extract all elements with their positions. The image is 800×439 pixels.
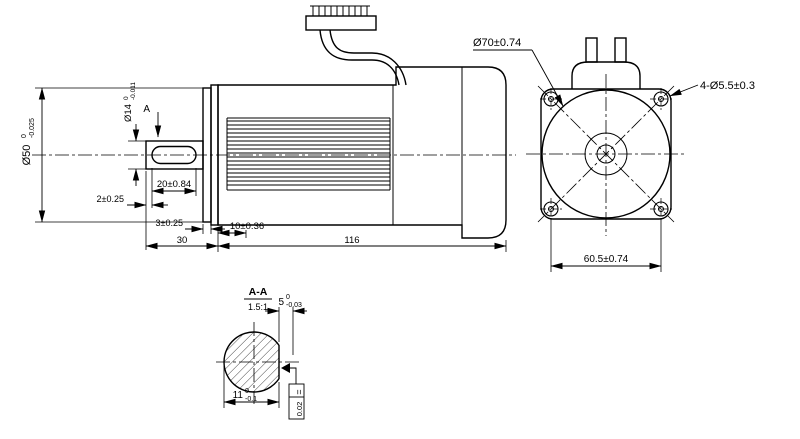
side-view: A Ø50 0 -0.025 Ø14 0 -0.011 <box>21 5 516 252</box>
dia50-lower-tol: -0.025 <box>29 118 36 138</box>
geometric-tolerance: = 0.02 <box>281 363 305 420</box>
dim-11-text: 11 <box>233 390 244 401</box>
fcf-value-text: 0.02 <box>295 402 304 417</box>
dim-5-upper-tol: 0 <box>286 294 290 301</box>
dia14-lower-tol: -0.011 <box>130 82 137 100</box>
dim-pilot-diameter: Ø70±0.74 <box>473 37 564 107</box>
cable-connector <box>305 5 377 31</box>
dim-11-lower-tol: -0.1 <box>245 396 257 403</box>
fcf-symmetry-symbol-icon: = <box>294 389 304 394</box>
dim-across-flat: 11 0 -0.1 <box>223 366 280 408</box>
dim-10-text: 10±0.36 <box>230 221 264 232</box>
dim-holes-note: 4-Ø5.5±0.3 <box>669 80 755 97</box>
connector-teeth <box>312 6 368 16</box>
section-centerlines <box>216 322 300 404</box>
section-label-a: A <box>143 104 150 115</box>
dim-30-text: 30 <box>177 235 188 246</box>
dia70-text: Ø70±0.74 <box>473 37 521 49</box>
dim-2-text: 2±0.25 <box>97 194 124 204</box>
terminal-prong-right <box>614 37 627 63</box>
section-title: A-A 1.5:1 <box>244 286 272 312</box>
section-scale-text: 1.5:1 <box>248 302 268 312</box>
dim-3-text: 3±0.25 <box>156 218 183 228</box>
flange-centerlines <box>526 74 686 236</box>
dim-keyway-offset: 2±0.25 <box>97 171 168 212</box>
dim-keyway-length: 20±0.84 <box>151 168 197 208</box>
dim-spigot-depth: 3±0.25 <box>156 218 225 234</box>
dim-hole-spacing: 60.5±0.74 <box>550 218 662 272</box>
dim-shaft-extension: 30 <box>145 212 219 250</box>
dim-11-upper-tol: 0 <box>245 388 249 395</box>
dim-5-lower-tol: -0.03 <box>286 302 302 309</box>
dia50-text: Ø50 <box>21 145 33 166</box>
section-title-text: A-A <box>249 286 268 298</box>
front-view: Ø70±0.74 4-Ø5.5±0.3 60.5±0.74 <box>473 37 755 272</box>
dim-116-text: 116 <box>344 235 359 246</box>
holes-note-text: 4-Ø5.5±0.3 <box>700 80 755 92</box>
cooling-fins <box>226 117 391 191</box>
terminal-prong-left <box>585 37 598 63</box>
dia14-text: Ø14 <box>123 104 134 122</box>
dim-flat-width: 5 0 -0.03 <box>265 294 307 355</box>
dia50-upper-tol: 0 <box>21 134 28 138</box>
cables <box>319 29 407 86</box>
section-view: A-A 1.5:1 5 0 -0.03 11 0 -0.1 <box>216 286 307 420</box>
dim-60-5-text: 60.5±0.74 <box>584 254 629 265</box>
shaft <box>145 140 204 170</box>
dim-body-length: 116 <box>217 235 507 252</box>
datum-triangle-icon <box>281 363 290 373</box>
dim-5-text: 5 <box>278 297 284 308</box>
dim-20-text: 20±0.84 <box>157 179 191 190</box>
dim-shaft-diameter: Ø14 0 -0.011 <box>123 82 146 186</box>
dia14-upper-tol: 0 <box>123 96 130 100</box>
dim-flange-diameter: Ø50 0 -0.025 <box>21 87 203 223</box>
section-cut-indicator: A <box>143 104 162 138</box>
mounting-holes <box>540 88 672 220</box>
